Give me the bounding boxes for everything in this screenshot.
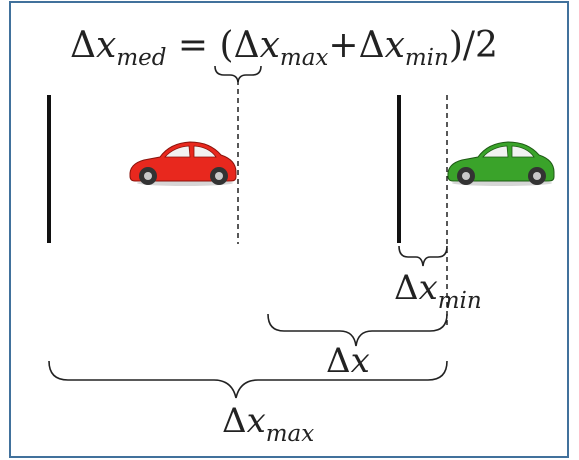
dx-min-delta: Δ xyxy=(394,268,419,308)
green-car xyxy=(447,141,555,186)
eq-x-min: x xyxy=(385,25,405,66)
label-dx-min: Δxmin xyxy=(394,268,482,314)
diagram-frame xyxy=(9,1,569,458)
brace-min xyxy=(398,245,448,267)
eq-equals-paren: = ( xyxy=(166,25,233,66)
eq-x-max: x xyxy=(260,25,280,66)
label-dx: Δx xyxy=(326,341,370,381)
label-dx-max: Δxmax xyxy=(222,401,314,447)
eq-x-med: x xyxy=(96,25,116,66)
dx-x: x xyxy=(351,341,370,381)
brace-max xyxy=(48,360,448,399)
eq-sub-max: max xyxy=(280,45,329,71)
dx-max-sub: max xyxy=(266,421,315,447)
dx-min-x: x xyxy=(419,268,438,308)
eq-plus: + xyxy=(328,25,358,66)
equation-text: Δxmed = (Δxmax+Δxmin)/2 xyxy=(70,25,498,71)
eq-delta-max: Δ xyxy=(234,25,260,66)
dx-max-x: x xyxy=(247,401,266,441)
eq-tail: )/2 xyxy=(449,25,498,66)
dx-delta: Δ xyxy=(326,341,351,381)
dx-min-sub: min xyxy=(438,288,482,314)
eq-delta-min: Δ xyxy=(359,25,385,66)
red-car xyxy=(129,141,237,186)
dx-max-delta: Δ xyxy=(222,401,247,441)
eq-delta-med: Δ xyxy=(70,25,96,66)
brace-dx xyxy=(267,313,448,347)
eq-sub-med: med xyxy=(116,45,166,71)
eq-sub-min: min xyxy=(405,45,449,71)
